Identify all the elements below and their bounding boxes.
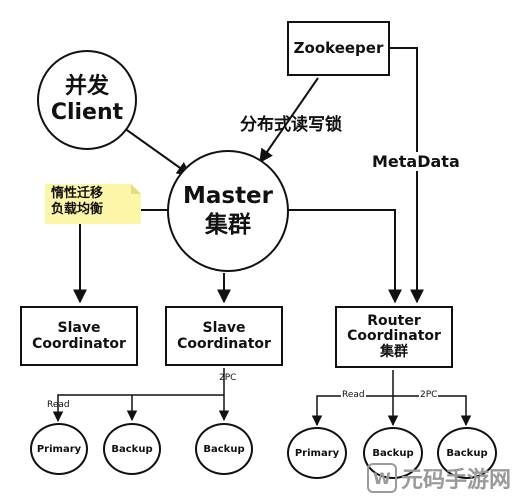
zookeeper-box: Zookeeper bbox=[287, 21, 390, 76]
edge-client-master bbox=[123, 127, 192, 176]
zookeeper-label: Zookeeper bbox=[293, 38, 384, 57]
note-line-1: 惰性迁移 bbox=[51, 186, 104, 201]
router-coordinator: Router Coordinator 集群 bbox=[335, 306, 453, 368]
watermark-text: 元码手游网 bbox=[400, 468, 511, 493]
router-line-2: Coordinator bbox=[347, 328, 441, 345]
left-backup2-label: Backup bbox=[203, 443, 245, 455]
left-backup1-label: Backup bbox=[111, 443, 153, 455]
master-label-zh: 集群 bbox=[205, 212, 251, 238]
client-label-zh: 并发 bbox=[64, 73, 109, 99]
slave-coordinator-1: Slave Coordinator bbox=[20, 306, 138, 366]
edge-right-hbar bbox=[316, 395, 472, 427]
right-backup-node-2: Backup bbox=[437, 427, 497, 479]
right-primary-label: Primary bbox=[294, 447, 340, 459]
right-primary-node: Primary bbox=[287, 427, 347, 479]
note-line-2: 负载均衡 bbox=[51, 202, 104, 218]
client-node: 并发 Client bbox=[37, 50, 137, 150]
router-line-3: 集群 bbox=[380, 343, 408, 360]
left-primary-node: Primary bbox=[30, 423, 88, 475]
left-backup-node-2: Backup bbox=[195, 423, 253, 475]
edge-zookeeper-router bbox=[390, 47, 424, 304]
slave1-line-2: Coordinator bbox=[32, 336, 126, 352]
slave2-line-1: Slave bbox=[202, 319, 246, 336]
edge-master-router bbox=[288, 209, 402, 304]
left-backup-node-1: Backup bbox=[103, 423, 161, 475]
right-2pc-label: 2PC bbox=[419, 390, 439, 400]
master-node: Master 集群 bbox=[167, 150, 289, 272]
right-read-label: Read bbox=[341, 390, 366, 400]
slave-coordinator-2: Slave Coordinator bbox=[165, 306, 283, 366]
watermark-logo-icon: W bbox=[366, 463, 397, 493]
left-read-label: Read bbox=[47, 400, 70, 410]
right-backup2-label: Backup bbox=[446, 447, 488, 459]
slave2-line-2: Coordinator bbox=[177, 336, 271, 352]
router-line-1: Router bbox=[367, 312, 421, 329]
edge-left-hbar bbox=[57, 394, 224, 420]
lock-label: 分布式读写锁 bbox=[240, 115, 342, 135]
lazy-migration-note: 惰性迁移 负载均衡 bbox=[45, 184, 141, 224]
edge-zookeeper-master bbox=[259, 77, 319, 164]
right-backup-node-1: Backup bbox=[363, 427, 423, 479]
metadata-label: MetaData bbox=[370, 152, 462, 171]
right-backup1-label: Backup bbox=[372, 447, 414, 459]
watermark: W 元码手游网 bbox=[366, 462, 511, 494]
left-primary-label: Primary bbox=[36, 443, 82, 455]
left-2pc-label: 2PC bbox=[219, 373, 237, 383]
client-label-en: Client bbox=[50, 100, 124, 125]
master-label-en: Master bbox=[182, 183, 274, 210]
slave1-line-1: Slave bbox=[57, 319, 101, 336]
